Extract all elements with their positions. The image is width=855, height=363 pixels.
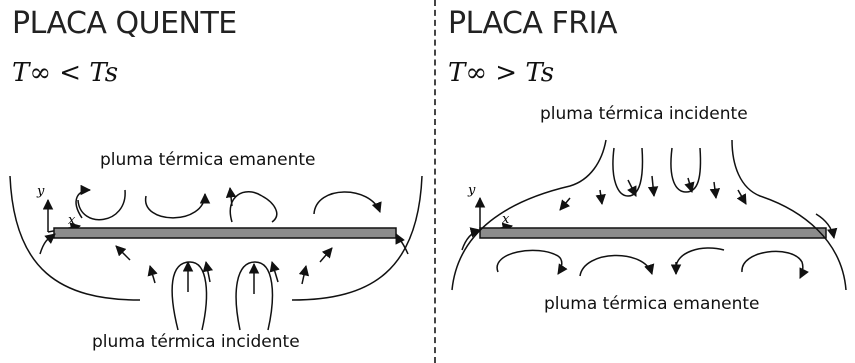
plume-loop-arrow <box>579 254 655 277</box>
incident-arrow <box>736 189 747 205</box>
incident-arrow <box>269 260 280 283</box>
cold-plate-condition: T∞ > Ts <box>448 58 555 88</box>
edge-flow-right <box>395 233 409 255</box>
incident-arrow <box>647 175 659 198</box>
incident-arrow <box>115 245 131 261</box>
incident-arrow <box>595 189 606 206</box>
plume-loop-arrow <box>741 250 809 279</box>
incident-arrow <box>559 197 571 211</box>
x-axis-label: x <box>68 213 76 228</box>
incident-arrow <box>147 264 158 284</box>
incident-arrow <box>298 264 310 285</box>
edge-flow-right <box>815 213 838 240</box>
incident-loop <box>171 261 208 331</box>
hot-plate-diagram: y x <box>9 175 423 331</box>
panel-divider <box>434 0 436 363</box>
hot-emanating-plume-label: pluma térmica emanente <box>100 150 316 170</box>
cold-incident-plume-label: pluma térmica incidente <box>540 104 748 124</box>
plume-loop-arrow <box>145 192 211 219</box>
hot-plate-condition: T∞ < Ts <box>12 58 119 88</box>
cold-plate <box>479 227 827 239</box>
plume-loop <box>261 195 278 223</box>
cold-plate-diagram: y x <box>451 139 847 291</box>
incident-arrow <box>202 260 214 283</box>
plume-loop <box>229 191 263 223</box>
hot-plate-title: PLACA QUENTE <box>12 6 237 41</box>
incident-arrow <box>709 181 721 200</box>
plume-loop-arrow <box>496 249 568 275</box>
cold-plate-title: PLACA FRIA <box>448 6 617 41</box>
edge-flow-left <box>461 227 482 251</box>
hot-plate <box>53 227 397 239</box>
hot-plate-panel: PLACA QUENTE T∞ < Ts pluma térmica emane… <box>9 6 423 352</box>
plume-loop-arrow <box>225 186 237 207</box>
cold-emanating-plume-label: pluma térmica emanente <box>544 294 760 314</box>
incident-arrow <box>684 177 695 194</box>
plume-loop <box>77 189 126 221</box>
plume-loop <box>675 247 725 269</box>
x-axis-label: x <box>502 212 510 227</box>
y-axis-label: y <box>36 184 45 199</box>
incident-arrow <box>319 247 333 263</box>
plume-loop-arrow <box>75 184 92 219</box>
incident-arrow <box>627 179 637 197</box>
incident-loop <box>670 147 702 193</box>
plume-loop-arrow <box>313 191 382 215</box>
incident-loop <box>612 147 644 197</box>
edge-flow-left <box>39 233 56 255</box>
y-axis-label: y <box>467 183 476 198</box>
outer-streamline-right <box>291 175 423 301</box>
outer-streamline-left <box>451 139 607 291</box>
hot-incident-plume-label: pluma térmica incidente <box>92 332 300 352</box>
incident-loop <box>235 261 274 331</box>
outer-streamline-left <box>9 175 141 301</box>
outer-streamline-right <box>731 139 847 291</box>
cold-plate-panel: PLACA FRIA T∞ > Ts pluma térmica inciden… <box>440 0 855 363</box>
